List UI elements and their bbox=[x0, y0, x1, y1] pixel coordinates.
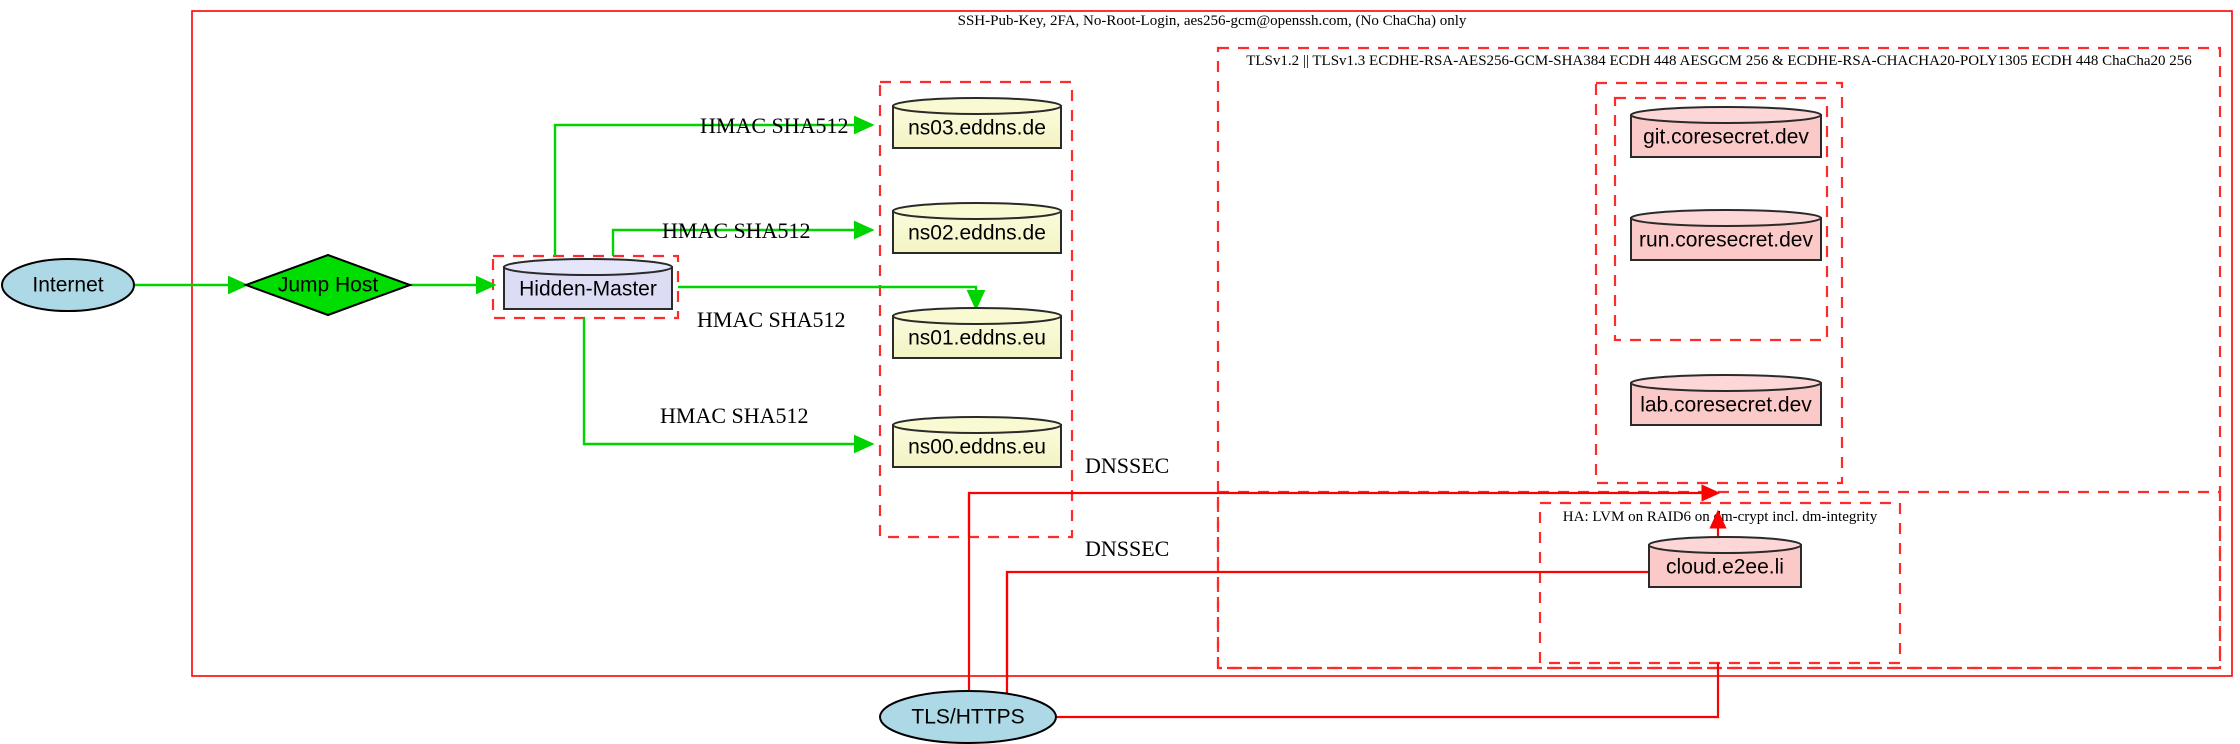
node-ns01[interactable]: ns01.eddns.eu bbox=[892, 307, 1062, 359]
ns00-label: ns00.eddns.eu bbox=[908, 436, 1046, 459]
ns03-label: ns03.eddns.de bbox=[908, 117, 1046, 140]
dns-zone-box bbox=[878, 80, 1074, 539]
ns02-label: ns02.eddns.de bbox=[908, 222, 1046, 245]
edge-hiddenmaster-to-ns03 bbox=[553, 115, 875, 256]
edge-label-hmac-ns02: HMAC SHA512 bbox=[662, 218, 811, 243]
hiddenmaster-label: Hidden-Master bbox=[519, 278, 657, 301]
edge-label-dnssec-lower: DNSSEC bbox=[1085, 536, 1169, 561]
run-cyl-top bbox=[1630, 209, 1822, 227]
coresecret-inner-zone-box bbox=[1613, 96, 1829, 342]
node-jump-host[interactable]: Jump Host bbox=[243, 253, 413, 317]
git-cyl-top bbox=[1630, 106, 1822, 124]
ssh-zone-box bbox=[191, 10, 2233, 677]
ns03-cyl-top bbox=[892, 97, 1062, 115]
edge-hiddenmaster-to-ns00 bbox=[582, 318, 875, 454]
ns02-cyl-top bbox=[892, 202, 1062, 220]
edge-label-dnssec-upper: DNSSEC bbox=[1085, 453, 1169, 478]
internet-label: Internet bbox=[32, 274, 103, 297]
node-ns02[interactable]: ns02.eddns.de bbox=[892, 202, 1062, 254]
run-label: run.coresecret.dev bbox=[1639, 229, 1813, 252]
jumphost-label: Jump Host bbox=[278, 274, 379, 297]
jumphost-diamond bbox=[243, 253, 413, 317]
ns01-label: ns01.eddns.eu bbox=[908, 327, 1046, 350]
tls-zone-label: TLSv1.2 || TLSv1.3 ECDHE-RSA-AES256-GCM-… bbox=[1246, 53, 2192, 69]
node-hidden-master[interactable]: Hidden-Master bbox=[503, 258, 673, 310]
node-ns00[interactable]: ns00.eddns.eu bbox=[892, 416, 1062, 468]
internet-ellipse bbox=[1, 258, 135, 312]
git-label: git.coresecret.dev bbox=[1643, 126, 1809, 149]
edge-hiddenmaster-to-ns02 bbox=[611, 220, 875, 256]
edge-hiddenmaster-to-ns01 bbox=[678, 285, 986, 311]
node-run-coresecret[interactable]: run.coresecret.dev bbox=[1630, 209, 1822, 261]
node-git-coresecret[interactable]: git.coresecret.dev bbox=[1630, 106, 1822, 158]
cloud-cyl-top bbox=[1648, 536, 1802, 554]
node-ns03[interactable]: ns03.eddns.de bbox=[892, 97, 1062, 149]
tlshttps-ellipse bbox=[879, 690, 1057, 744]
node-internet[interactable]: Internet bbox=[1, 258, 135, 312]
tlshttps-label: TLS/HTTPS bbox=[911, 706, 1024, 729]
lab-cyl-top bbox=[1630, 374, 1822, 392]
edge-label-hmac-ns00: HMAC SHA512 bbox=[660, 403, 809, 428]
edge-tlshttps-outgoing bbox=[1056, 663, 1720, 719]
coresecret-outer-zone-box bbox=[1594, 81, 1844, 485]
hiddenmaster-cyl-top bbox=[503, 258, 673, 276]
edge-label-hmac-ns01: HMAC SHA512 bbox=[697, 307, 846, 332]
node-tls-https[interactable]: TLS/HTTPS bbox=[879, 690, 1057, 744]
cloud-label: cloud.e2ee.li bbox=[1666, 556, 1784, 579]
ssh-zone-label: SSH-Pub-Key, 2FA, No-Root-Login, aes256-… bbox=[958, 13, 1467, 29]
ns00-cyl-top bbox=[892, 416, 1062, 434]
node-lab-coresecret[interactable]: lab.coresecret.dev bbox=[1630, 374, 1822, 426]
edge-label-hmac-ns03: HMAC SHA512 bbox=[700, 113, 849, 138]
lab-label: lab.coresecret.dev bbox=[1640, 394, 1812, 417]
ns01-cyl-top bbox=[892, 307, 1062, 325]
ha-zone-label: HA: LVM on RAID6 on dm-crypt incl. dm-in… bbox=[1563, 509, 1878, 525]
ha-zone-box bbox=[1538, 501, 1902, 665]
node-cloud-e2ee[interactable]: cloud.e2ee.li bbox=[1648, 536, 1802, 588]
